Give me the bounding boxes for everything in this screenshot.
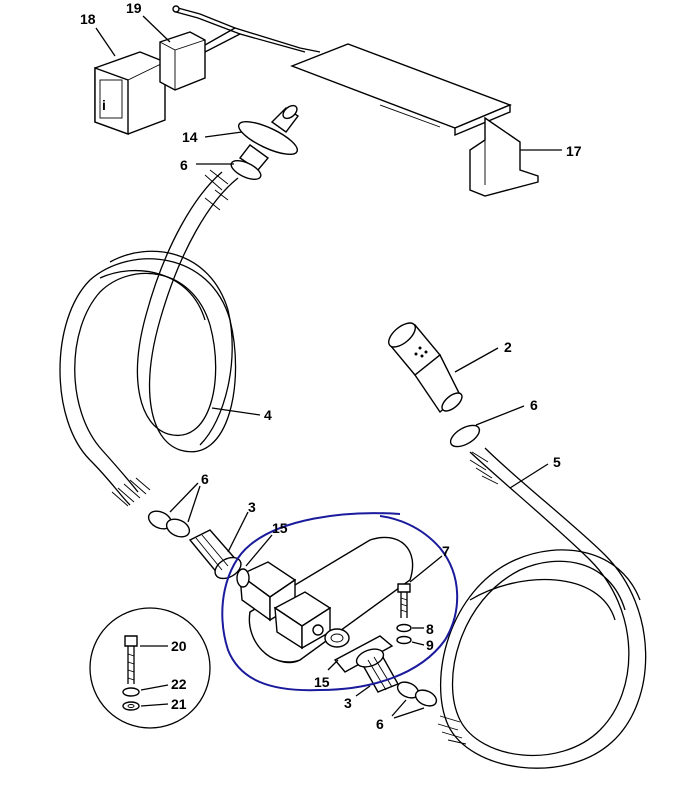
callout-17: 17 bbox=[566, 143, 582, 159]
callout-6: 6 bbox=[376, 716, 384, 732]
washer-8 bbox=[396, 623, 412, 633]
callout-22: 22 bbox=[171, 676, 187, 692]
callout-18: 18 bbox=[80, 11, 96, 27]
hose-connector-3 bbox=[355, 648, 400, 693]
callout-14: 14 bbox=[182, 129, 198, 145]
callout-6: 6 bbox=[180, 157, 188, 173]
callout-21: 21 bbox=[171, 696, 187, 712]
callout-7: 7 bbox=[442, 543, 450, 559]
callout-15: 15 bbox=[314, 674, 330, 690]
callout-2: 2 bbox=[504, 339, 512, 355]
connector-block-19 bbox=[159, 31, 206, 91]
callouts: 18 19 14 6 17 2 6 4 5 6 3 15 7 8 9 15 3 … bbox=[80, 0, 582, 732]
detail-inset bbox=[89, 607, 211, 729]
callout-19: 19 bbox=[126, 0, 142, 16]
callout-8: 8 bbox=[426, 621, 434, 637]
coiled-hose-4 bbox=[59, 169, 239, 507]
washer-9 bbox=[396, 635, 412, 645]
callout-3: 3 bbox=[248, 499, 256, 515]
sealing-washer-15 bbox=[236, 568, 350, 648]
callout-3: 3 bbox=[344, 695, 352, 711]
switch-box-18: i bbox=[94, 51, 166, 135]
callout-15: 15 bbox=[272, 520, 288, 536]
hose-connector-3 bbox=[188, 529, 242, 580]
coiled-hose-5 bbox=[437, 447, 647, 769]
svg-text:i: i bbox=[102, 97, 106, 113]
bolt-7 bbox=[397, 583, 411, 618]
wiring-harness bbox=[172, 5, 321, 53]
mounting-bracket-17 bbox=[290, 43, 539, 197]
callout-6: 6 bbox=[530, 397, 538, 413]
callout-4: 4 bbox=[264, 407, 272, 423]
pump-body bbox=[238, 536, 414, 673]
hose-clamp-pair bbox=[147, 510, 191, 538]
leader-lines bbox=[95, 15, 562, 719]
strainer-2 bbox=[388, 322, 463, 414]
hose-clamp bbox=[449, 424, 481, 448]
callout-20: 20 bbox=[171, 638, 187, 654]
annotation-circle bbox=[221, 512, 459, 692]
callout-6: 6 bbox=[201, 471, 209, 487]
hose-clamp-pair bbox=[396, 681, 438, 707]
callout-5: 5 bbox=[553, 454, 561, 470]
callout-9: 9 bbox=[426, 637, 434, 653]
hose-clamp bbox=[230, 160, 262, 180]
bulkhead-fitting-14 bbox=[237, 104, 300, 171]
